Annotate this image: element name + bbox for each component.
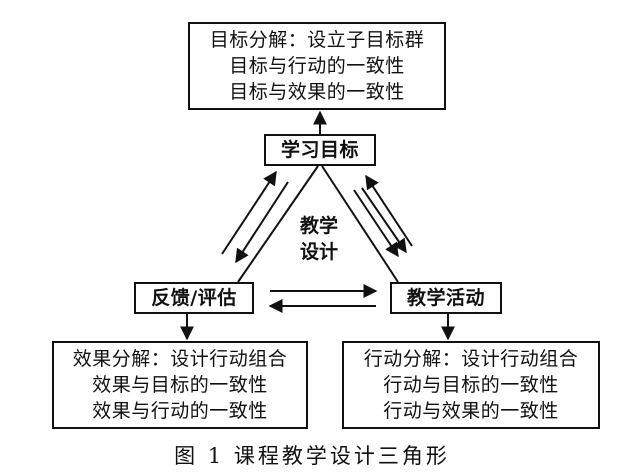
- arrow-goal-to-activity-a: [353, 189, 399, 258]
- arrow-activity-to-goal: [365, 174, 413, 247]
- effect-decomposition-line-2: 效果与目标的一致性: [92, 374, 268, 396]
- center-label-line-1: 教学: [299, 215, 338, 237]
- action-decomposition-line-1: 行动分解：设计行动组合: [363, 348, 579, 370]
- action-decomposition-box: 行动分解：设计行动组合 行动与目标的一致性 行动与效果的一致性: [342, 341, 600, 429]
- goal-decomposition-line-1: 目标分解：设立子目标群: [209, 29, 425, 51]
- feedback-evaluation-label: 反馈/评估: [151, 287, 237, 309]
- effect-decomposition-line-1: 效果分解：设计行动组合: [72, 348, 288, 370]
- feedback-evaluation-node: 反馈/评估: [134, 282, 254, 314]
- goal-decomposition-line-2: 目标与行动的一致性: [229, 55, 405, 77]
- arrow-goal-to-feedback: [235, 181, 289, 264]
- arrow-goal-to-activity-b: [361, 187, 407, 254]
- figure-caption: 图 1 课程教学设计三角形: [174, 444, 450, 468]
- effect-decomposition-line-3: 效果与行动的一致性: [92, 400, 268, 422]
- teaching-activity-label: 教学活动: [406, 287, 485, 309]
- action-decomposition-line-3: 行动与效果的一致性: [383, 400, 559, 422]
- goal-decomposition-box: 目标分解：设立子目标群 目标与行动的一致性 目标与效果的一致性: [188, 22, 446, 110]
- center-label-line-2: 设计: [299, 241, 338, 263]
- center-label: 教学 设计: [294, 213, 344, 265]
- triangle-side-left: [237, 165, 319, 283]
- triangle-side-right: [321, 165, 399, 283]
- goal-decomposition-line-3: 目标与效果的一致性: [229, 81, 405, 103]
- learning-goal-node: 学习目标: [264, 134, 376, 166]
- action-decomposition-line-2: 行动与目标的一致性: [383, 374, 559, 396]
- arrow-feedback-to-goal: [221, 170, 277, 255]
- teaching-activity-node: 教学活动: [390, 282, 502, 314]
- effect-decomposition-box: 效果分解：设计行动组合 效果与目标的一致性 效果与行动的一致性: [52, 341, 308, 429]
- learning-goal-label: 学习目标: [280, 139, 359, 161]
